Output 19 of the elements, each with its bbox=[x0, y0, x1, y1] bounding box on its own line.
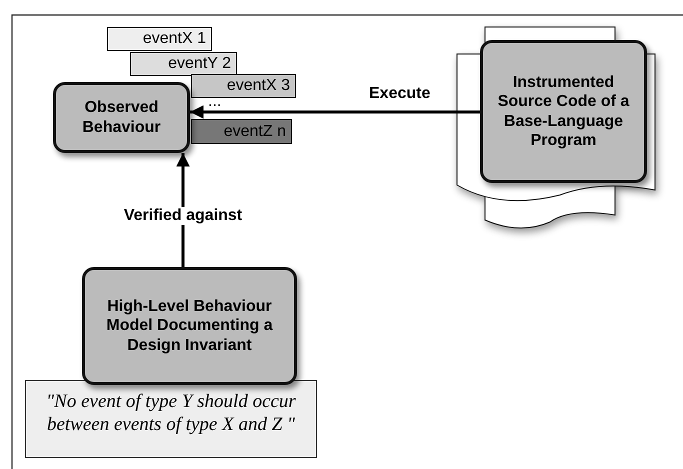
event-label: eventX 3 bbox=[226, 77, 290, 95]
node-label: High-Level Behaviour Model Documenting a Design Invariant bbox=[105, 297, 274, 355]
event-box bbox=[130, 52, 237, 76]
ellipsis-label: ... bbox=[207, 93, 222, 111]
quote-text: "No event of type Y should occur between events of type X and Z " bbox=[45, 391, 297, 437]
note-box bbox=[25, 380, 317, 458]
event-label: eventX 1 bbox=[142, 30, 206, 48]
event-label: eventZ n bbox=[224, 122, 286, 140]
event-label: eventY 2 bbox=[168, 55, 231, 73]
edge-label: Verified against bbox=[122, 207, 244, 225]
arrow bbox=[190, 105, 480, 119]
node-label: Observed Behaviour bbox=[81, 98, 162, 137]
event-box bbox=[191, 119, 292, 144]
event-box bbox=[191, 74, 296, 98]
process-box bbox=[82, 267, 297, 385]
process-box bbox=[53, 82, 190, 153]
node-label: Instrumented Source Code of a Base-Language Program bbox=[496, 73, 630, 150]
process-box bbox=[480, 40, 647, 183]
event-box bbox=[107, 27, 212, 51]
